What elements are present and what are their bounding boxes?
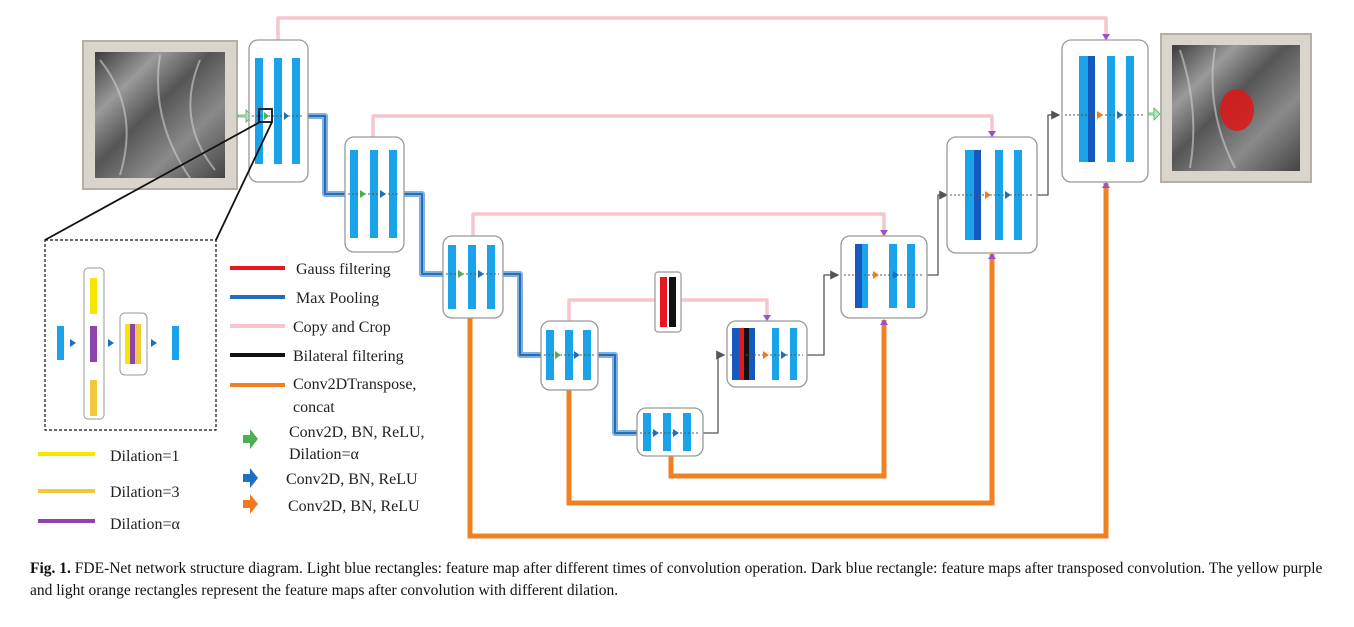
- tumor-segmentation-mask: [1220, 89, 1254, 131]
- pool-4-core: [598, 354, 637, 434]
- encoder-block-3: [442, 235, 504, 319]
- legend-green-label-2: Dilation=α: [289, 446, 359, 463]
- decoder-block-4: [1061, 39, 1149, 183]
- legend-transpose-label-1: Conv2DTranspose,: [293, 376, 416, 393]
- green-arrow-icon: [243, 429, 258, 449]
- pool-4: [598, 352, 637, 436]
- bottleneck-block: [636, 407, 704, 457]
- pool-3: [503, 271, 541, 358]
- decoder-block-1: [726, 320, 808, 388]
- line-legend: Gauss filtering Max Pooling Copy and Cro…: [230, 261, 416, 416]
- legend-bilateral-label: Bilateral filtering: [293, 348, 404, 365]
- blue-arrow-icon: [243, 468, 258, 488]
- max-pooling-connections: [305, 113, 637, 436]
- legend-orange-label: Conv2D, BN, ReLU: [288, 498, 420, 515]
- legend-transpose-label-2: concat: [293, 399, 335, 416]
- legend-dilation1-label: Dilation=1: [110, 448, 179, 465]
- decoder-block-2: [840, 235, 928, 319]
- concat-2: [566, 254, 995, 506]
- legend-copycrop-label: Copy and Crop: [293, 319, 391, 336]
- concat-1: [668, 320, 887, 479]
- caption-label: Fig. 1.: [30, 560, 71, 577]
- encoder-block-4: [540, 320, 599, 391]
- pool-2: [404, 191, 443, 277]
- filter-box: [654, 271, 682, 333]
- legend-gauss-label: Gauss filtering: [296, 261, 391, 278]
- up-1: [703, 350, 726, 434]
- copy-crop-level2: [371, 114, 994, 137]
- encoder-block-2: [344, 136, 405, 253]
- legend-dilationa-label: Dilation=α: [110, 516, 180, 533]
- concat-3: [467, 183, 1109, 539]
- zoom-source-box: [258, 108, 273, 123]
- figure-caption: Fig. 1. FDE-Net network structure diagra…: [30, 558, 1330, 602]
- input-ultrasound-image: [82, 40, 238, 190]
- concat-markers: [763, 34, 1110, 325]
- pool-3-core: [503, 273, 541, 356]
- dilation-legend: Dilation=1 Dilation=3 Dilation=α: [38, 448, 180, 533]
- legend-dilation3-label: Dilation=3: [110, 484, 179, 501]
- upsample-connections: [703, 110, 1061, 434]
- up-4: [1037, 110, 1061, 196]
- copy-crop-level1: [276, 16, 1108, 40]
- legend-maxpool-label: Max Pooling: [296, 290, 379, 307]
- copy-crop-level3: [471, 212, 886, 236]
- pool-1-core: [305, 115, 345, 195]
- copy-and-crop-connections: [276, 16, 1108, 321]
- encoder-block-1: [248, 39, 309, 183]
- decoder-block-3: [946, 136, 1038, 254]
- transpose-concat-connections: [467, 183, 1109, 539]
- arrow-legend: Conv2D, BN, ReLU, Dilation=α Conv2D, BN,…: [243, 424, 425, 515]
- orange-arrow-icon: [243, 494, 258, 514]
- up-3: [927, 190, 949, 276]
- legend-blue-label: Conv2D, BN, ReLU: [286, 471, 418, 488]
- dilation-module-callout: [44, 121, 273, 431]
- output-arrow-icon: [1147, 107, 1161, 121]
- caption-text: FDE-Net network structure diagram. Light…: [30, 560, 1323, 599]
- output-segmentation-image: [1160, 33, 1312, 183]
- pool-2-core: [404, 193, 443, 275]
- up-2: [807, 270, 840, 356]
- fde-net-diagram: Gauss filtering Max Pooling Copy and Cro…: [38, 16, 1312, 539]
- legend-green-label-1: Conv2D, BN, ReLU,: [289, 424, 425, 441]
